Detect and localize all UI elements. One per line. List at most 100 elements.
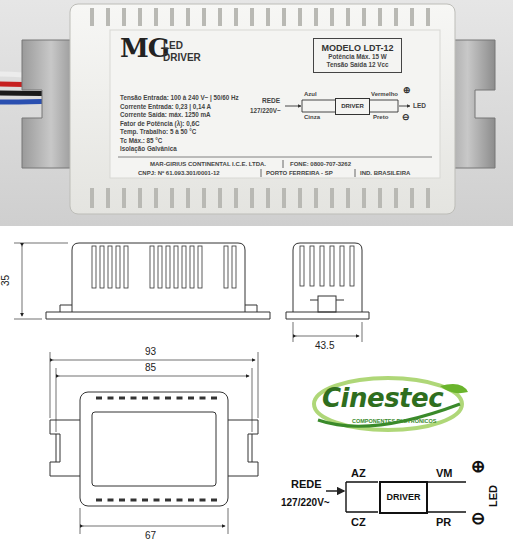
fin-stroke <box>188 499 194 502</box>
fin-stroke <box>200 499 206 502</box>
fin-stroke <box>266 8 270 26</box>
fin-stroke <box>410 8 414 26</box>
label-text: Tc Máx.: 85 °C <box>120 138 162 145</box>
label-text: Temp. Trabalho: 5 à 50 °C <box>120 129 196 136</box>
fin-stroke <box>170 8 174 26</box>
fin-stroke <box>378 188 382 208</box>
dimension-label: 93 <box>145 346 156 357</box>
node-text: Tensão Saída 12 Vcc <box>327 61 389 68</box>
fin-slot <box>116 246 120 288</box>
fin-stroke <box>282 188 286 208</box>
label-text: Cinza <box>304 114 320 121</box>
fin-slot <box>340 246 344 286</box>
label-text: PR <box>436 516 451 528</box>
driver-box: DRIVER <box>379 481 428 514</box>
fin-stroke <box>218 8 222 26</box>
fin-slot <box>108 246 112 288</box>
label-text: Corrente Entrada: 0,23 | 0,14 A <box>120 104 211 111</box>
fin-slot <box>198 246 202 288</box>
fin-stroke <box>211 499 217 502</box>
label-text: ⊖ <box>471 510 485 529</box>
separator <box>283 160 284 168</box>
fin-slot <box>310 246 314 286</box>
fin-stroke <box>410 188 414 208</box>
fin-stroke <box>90 8 94 26</box>
fin-stroke <box>106 8 110 26</box>
fin-stroke <box>282 8 286 26</box>
fin-stroke <box>330 8 334 26</box>
front-fins <box>92 246 236 288</box>
fin-slot <box>300 246 304 286</box>
fin-slot <box>124 246 128 288</box>
fin-slot <box>158 246 162 288</box>
fin-stroke <box>131 397 137 400</box>
fin-slot <box>224 246 228 288</box>
label-text: REDE <box>291 478 322 490</box>
fin-slot <box>350 246 354 286</box>
label-text: LED <box>413 102 426 109</box>
model-box: MODELO LDT-12Potência Máx. 15 WTensão Sa… <box>313 38 402 73</box>
fin-stroke <box>346 188 350 208</box>
fin-stroke <box>426 8 430 26</box>
fin-slot <box>150 246 154 288</box>
fin-stroke <box>250 188 254 208</box>
fin-stroke <box>211 397 217 400</box>
dimension-lines <box>50 352 258 534</box>
fin-slot <box>100 246 104 288</box>
fin-stroke <box>426 188 430 208</box>
fin-stroke <box>90 188 94 208</box>
label-text: Azul <box>304 91 317 98</box>
label-text: Preto <box>373 114 388 121</box>
dimension-lines <box>293 322 362 342</box>
fin-stroke <box>108 397 114 400</box>
label-text: DRIVER <box>163 52 201 63</box>
fin-slot <box>182 246 186 288</box>
label-text: ⊕ <box>471 458 485 477</box>
fin-stroke <box>362 188 366 208</box>
label-text: ⊕ <box>403 86 411 96</box>
node-text: MODELO LDT-12 <box>321 43 393 53</box>
fin-stroke <box>218 188 222 208</box>
fin-stroke <box>96 499 102 502</box>
label-text: LED <box>163 40 183 51</box>
label-text: 127/220V~ <box>281 497 330 508</box>
label-text: IND. BRASILEIRA <box>360 170 410 177</box>
dimension-label: 85 <box>145 362 156 373</box>
fin-stroke <box>106 188 110 208</box>
product-label <box>110 30 440 178</box>
fin-stroke <box>200 397 206 400</box>
fin-stroke <box>330 188 334 208</box>
fin-slot <box>174 246 178 288</box>
dimension-label: 67 <box>145 530 156 541</box>
fin-stroke <box>170 188 174 208</box>
node-text: DRIVER <box>341 103 364 110</box>
fin-stroke <box>394 188 398 208</box>
logo-mark <box>314 378 468 430</box>
fin-slot <box>320 246 324 286</box>
label-text: 127/220V~ <box>250 108 281 115</box>
label-text: Fator de Potência (λ): 0,6C <box>120 121 199 128</box>
node-text: DRIVER <box>386 492 420 502</box>
label-text: FONE: 0800-707-3262 <box>290 161 351 168</box>
fin-stroke <box>378 8 382 26</box>
fin-stroke <box>142 499 148 502</box>
fin-stroke <box>314 8 318 26</box>
node-text: Potência Máx. 15 W <box>328 53 386 60</box>
fin-stroke <box>177 397 183 400</box>
fin-stroke <box>234 8 238 26</box>
fin-stroke <box>186 188 190 208</box>
label-text: AZ <box>351 467 366 479</box>
fin-stroke <box>154 499 160 502</box>
label-text: CZ <box>351 516 366 528</box>
side-view <box>286 243 369 319</box>
label-text: Tensão Entrada: 100 à 240 V~ | 50/60 Hz <box>120 95 239 102</box>
dimension-lines <box>14 243 68 319</box>
fin-slot <box>190 246 194 288</box>
label-text: ⊖ <box>402 113 410 123</box>
fin-stroke <box>362 8 366 26</box>
fin-stroke <box>138 8 142 26</box>
side-fins <box>300 246 354 286</box>
label-text: CNPJ: Nº 61.093.301/0001-12 <box>138 170 220 177</box>
fin-stroke <box>154 8 158 26</box>
